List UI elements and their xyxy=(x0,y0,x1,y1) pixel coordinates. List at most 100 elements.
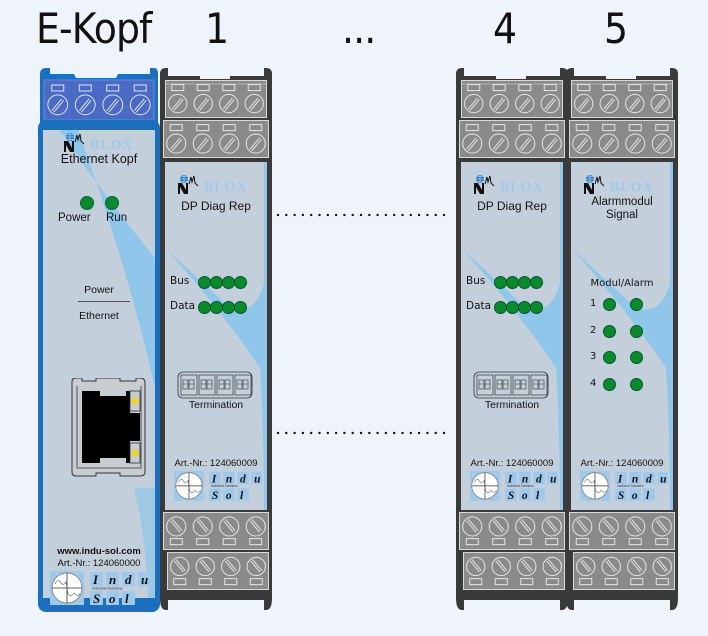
terminal-slot xyxy=(628,84,642,92)
terminal-screw xyxy=(219,133,240,154)
terminal-screw xyxy=(540,93,560,114)
terminal-slot xyxy=(51,84,65,92)
terminal-block-top-1 xyxy=(461,80,563,118)
terminal-block-top-2 xyxy=(569,120,675,158)
terminal-slot xyxy=(492,84,506,92)
terminal-slot xyxy=(173,578,187,586)
led-row-label-bus: Bus xyxy=(466,275,486,287)
terminal-screw xyxy=(129,94,151,116)
termination-switch[interactable] xyxy=(473,371,549,399)
svg-text:n: n xyxy=(226,473,232,485)
header-module-5: 5 xyxy=(604,4,628,53)
terminal-screw xyxy=(246,556,266,577)
blox-logo: BLOX xyxy=(176,174,247,196)
terminal-screw xyxy=(542,556,562,577)
terminal-slot xyxy=(630,578,644,586)
terminal-slot xyxy=(492,538,506,546)
alarm-led-4 xyxy=(630,377,643,391)
terminal-screw xyxy=(47,94,69,116)
terminal-block-bottom-1 xyxy=(459,512,565,550)
blox-logo-text: BLOX xyxy=(610,180,654,195)
svg-text:Industrial Solutions: Industrial Solutions xyxy=(507,484,534,488)
svg-text:u: u xyxy=(660,473,666,485)
terminal-block-bottom-1 xyxy=(569,512,675,550)
terminal-screw xyxy=(488,133,509,154)
blox-logo-text: BLOX xyxy=(204,180,248,195)
svg-text:S: S xyxy=(618,490,624,502)
svg-text:S: S xyxy=(508,490,514,502)
terminal-slot xyxy=(602,124,616,132)
svg-text:l: l xyxy=(646,490,650,502)
terminal-screw xyxy=(652,556,672,577)
modul-led-3 xyxy=(603,351,616,364)
termination-switch[interactable] xyxy=(177,371,253,399)
modul-led-2 xyxy=(603,324,616,338)
terminal-slot xyxy=(575,124,589,132)
terminal-slot xyxy=(169,124,183,132)
terminal-slot xyxy=(465,538,479,546)
terminal-block-top-2 xyxy=(459,120,565,158)
terminal-screw xyxy=(74,94,96,116)
terminal-screw xyxy=(462,516,483,537)
module-title: DP Diag Rep xyxy=(181,199,251,213)
terminal-screw xyxy=(245,516,266,537)
terminal-slot xyxy=(492,124,506,132)
svg-text:l: l xyxy=(240,490,244,502)
terminal-screw xyxy=(219,516,240,537)
svg-text:d: d xyxy=(240,473,246,485)
terminal-block-bottom-2 xyxy=(463,552,565,590)
module-title: DP Diag Rep xyxy=(477,199,547,213)
svg-text:n: n xyxy=(632,473,638,485)
svg-text:u: u xyxy=(550,473,556,485)
alarm-row-number: 3 xyxy=(590,351,597,362)
terminal-screw xyxy=(576,556,596,577)
power-port-label: Power xyxy=(84,284,114,296)
ethernet-head-housing xyxy=(38,68,160,612)
terminal-slot xyxy=(655,124,669,132)
terminal-screw xyxy=(572,516,593,537)
blox-logo: BLOX xyxy=(582,174,653,196)
terminal-slot xyxy=(579,578,593,586)
terminal-slot xyxy=(604,578,618,586)
rj45-port[interactable] xyxy=(68,378,148,478)
terminal-slot xyxy=(196,538,210,546)
terminal-slot xyxy=(467,84,481,92)
terminal-screw xyxy=(651,133,672,154)
terminal-screw xyxy=(462,133,483,154)
blox-logo-icon xyxy=(584,175,605,194)
terminal-slot xyxy=(133,84,147,92)
terminal-screw xyxy=(221,556,241,577)
terminal-screw xyxy=(102,94,124,116)
modul-led-4 xyxy=(603,377,616,391)
port-led-bottom xyxy=(131,449,139,457)
terminal-screw xyxy=(517,556,537,577)
terminal-block-top-1 xyxy=(165,80,267,118)
terminal-screw xyxy=(541,516,562,537)
terminal-screw xyxy=(244,93,264,114)
dotted-connector-top xyxy=(276,213,452,217)
terminal-slot xyxy=(628,124,642,132)
ethernet-port-label: Ethernet xyxy=(79,310,119,322)
svg-text:I: I xyxy=(617,473,623,485)
blox-logo-icon xyxy=(474,175,495,194)
terminal-screw xyxy=(219,93,239,114)
terminal-slot xyxy=(518,124,532,132)
data-led-4 xyxy=(234,301,247,314)
terminal-screw xyxy=(515,93,535,114)
terminal-screw xyxy=(168,93,188,114)
terminal-slot xyxy=(469,578,483,586)
terminal-screw xyxy=(541,133,562,154)
svg-text:I: I xyxy=(211,473,217,485)
module-title: Ethernet Kopf xyxy=(60,152,138,166)
alarm-led-2 xyxy=(630,324,643,338)
terminal-screw xyxy=(598,133,619,154)
terminal-slot xyxy=(653,84,667,92)
terminal-screw xyxy=(515,133,536,154)
blox-logo-icon xyxy=(178,175,199,194)
terminal-block-bottom-2 xyxy=(573,552,675,590)
power-led-label: Power xyxy=(58,212,91,224)
